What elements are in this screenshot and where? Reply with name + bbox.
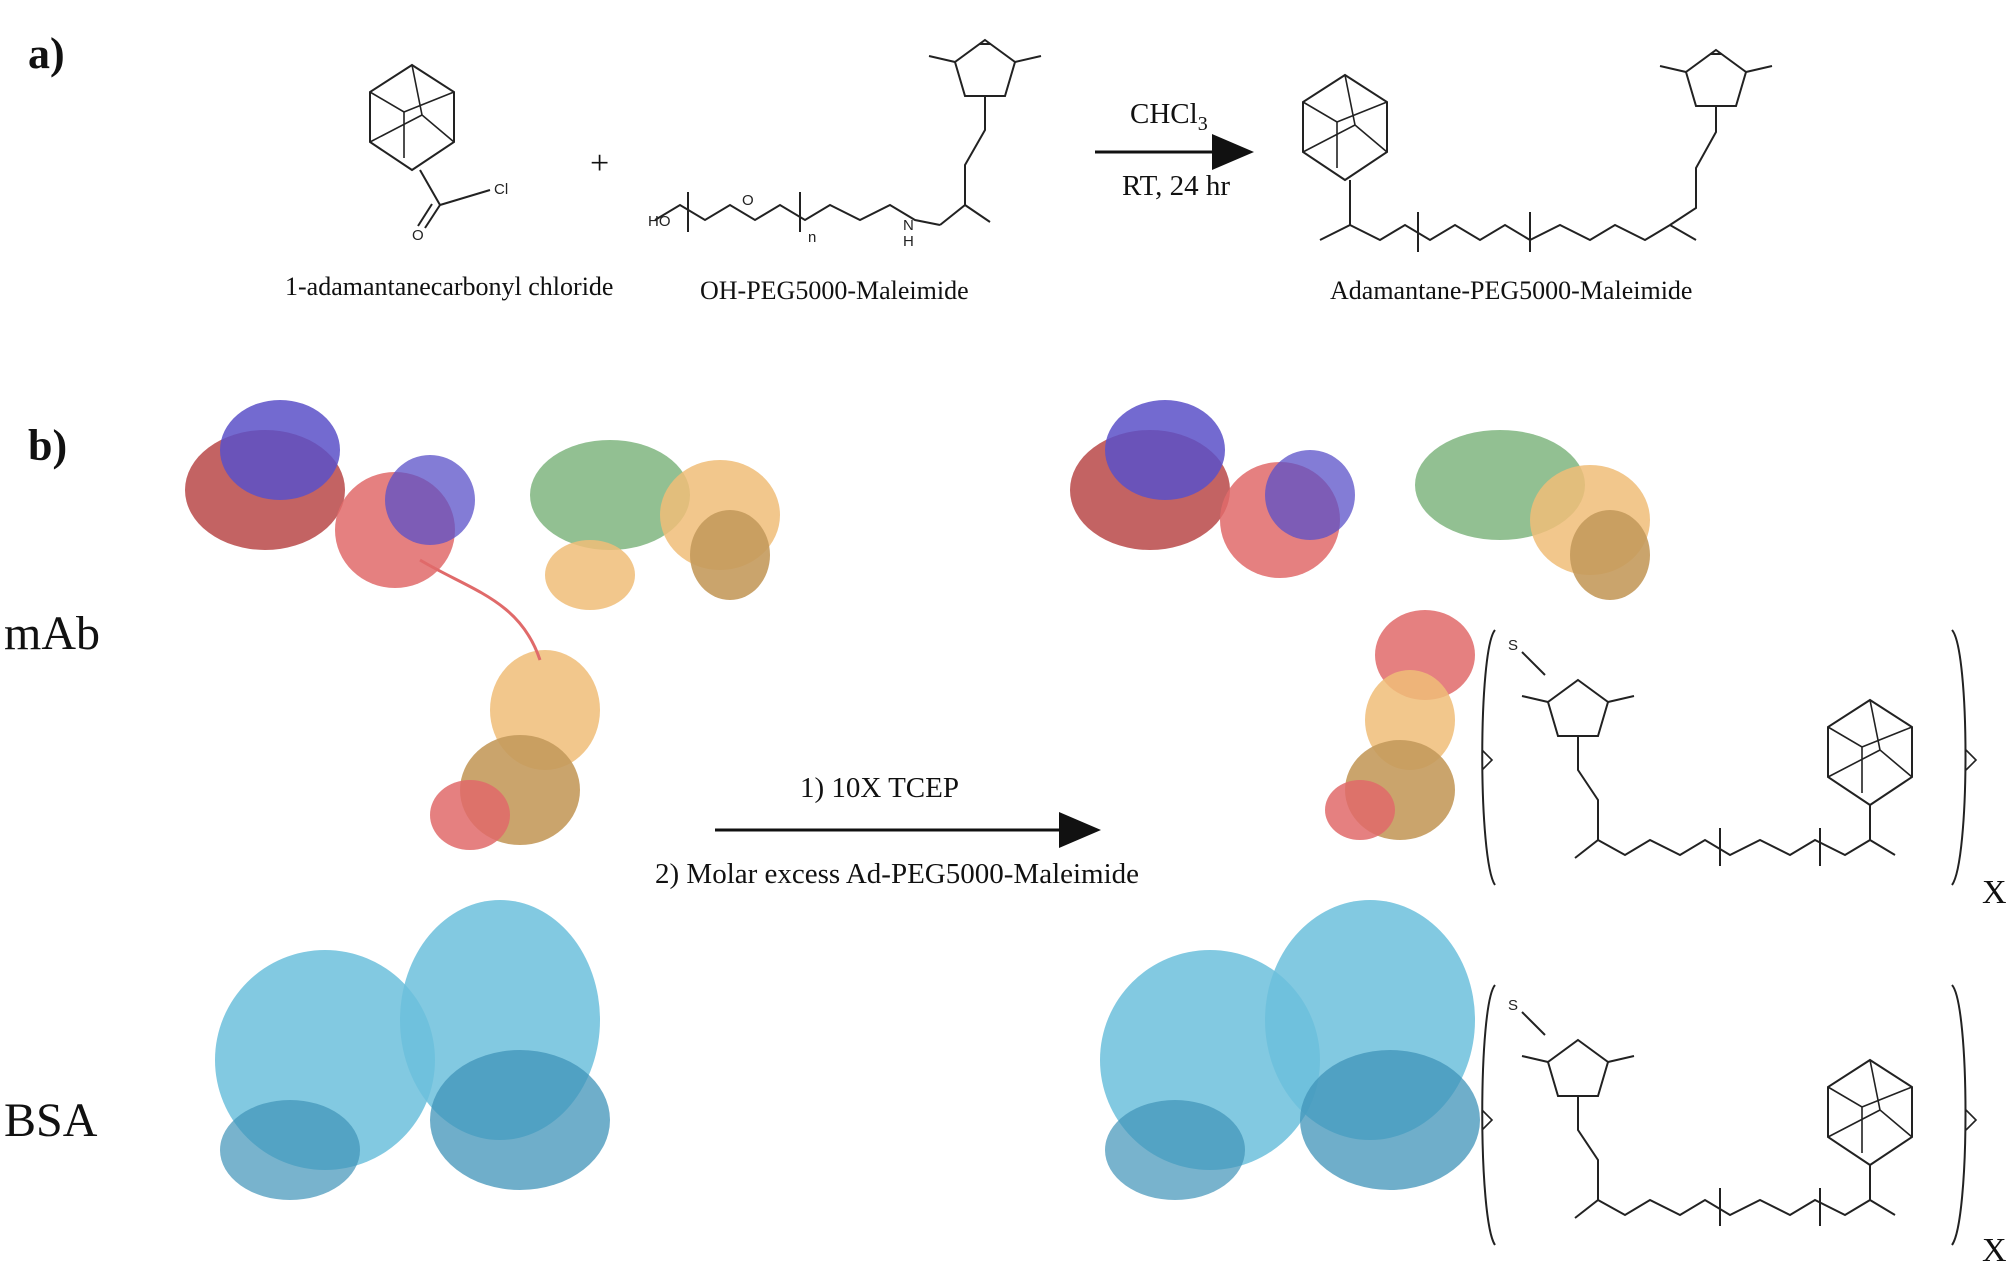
panel-label-a: a): [28, 29, 65, 78]
product-name: Adamantane-PEG5000-Maleimide: [1330, 276, 1693, 305]
reaction-a-conditions: RT, 24 hr: [1122, 170, 1231, 202]
multiplier-x-mab: X: [1982, 874, 2007, 911]
bsa-protein-right: [1100, 900, 1480, 1200]
reactant2-name: OH-PEG5000-Maleimide: [700, 276, 969, 305]
reactant1-cl-atom: Cl: [494, 181, 508, 198]
reactant2-n-atom: N: [903, 217, 914, 234]
solvent-subscript: 3: [1197, 112, 1208, 135]
plus-sign: +: [590, 145, 610, 182]
linker-structure-mab: S: [1481, 629, 1978, 886]
reactant2-ho-atom: HO: [648, 213, 671, 230]
reactant2-structure: HO O N H n: [648, 39, 1042, 250]
reactant2-subscript-n: n: [808, 229, 816, 246]
reactant1-o-atom: O: [412, 227, 424, 244]
bsa-protein-left: [215, 900, 610, 1200]
thiol-s-mab: S: [1508, 637, 1518, 654]
reactant1-structure: Cl O: [369, 64, 508, 244]
reaction-b-step2: 2) Molar excess Ad-PEG5000-Maleimide: [655, 858, 1140, 890]
reaction-a-solvent: CHCl3: [1130, 98, 1208, 136]
reaction-b-step1: 1) 10X TCEP: [800, 772, 959, 804]
mab-protein-left: [185, 400, 780, 850]
solvent-formula: CHCl: [1130, 98, 1198, 130]
product-structure: [1302, 49, 1773, 252]
bsa-label: BSA: [4, 1094, 98, 1147]
panel-label-b: b): [28, 421, 68, 470]
linker-structure-bsa: S: [1481, 984, 1978, 1246]
reactant1-name: 1-adamantanecarbonyl chloride: [285, 272, 614, 301]
mab-label: mAb: [4, 607, 100, 660]
thiol-s-bsa: S: [1508, 997, 1518, 1014]
multiplier-x-bsa: X: [1982, 1232, 2007, 1269]
reactant2-h-atom: H: [903, 233, 914, 250]
reactant2-o-atom: O: [742, 192, 754, 209]
mab-protein-right: [1070, 400, 1650, 840]
